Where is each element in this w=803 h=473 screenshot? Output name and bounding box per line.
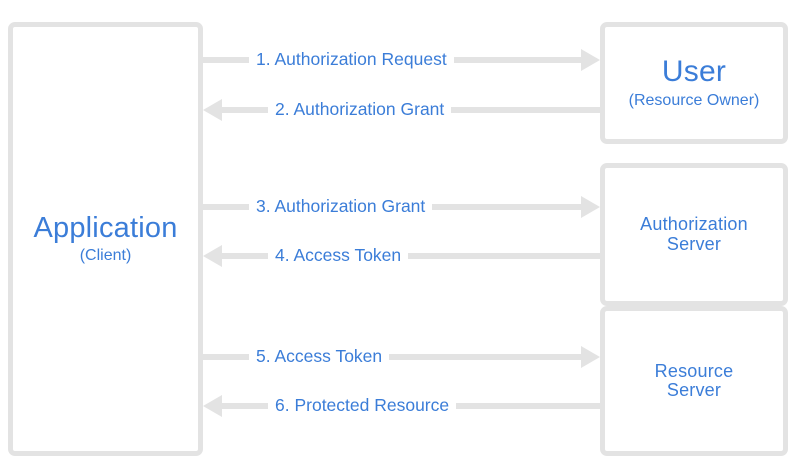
flow-line-segment (203, 204, 249, 210)
arrow-right-icon (581, 346, 600, 368)
node-user-title: User (661, 55, 727, 89)
flow-step-5-label: 5. Access Token (256, 346, 383, 367)
node-user: User (Resource Owner) (600, 22, 788, 144)
flow-line-segment (432, 204, 581, 210)
node-application: Application (Client) (8, 22, 203, 456)
node-resource-server: Resource Server (600, 306, 788, 456)
flow-step-1-label: 1. Authorization Request (256, 49, 447, 70)
flow-step-4-label: 4. Access Token (275, 245, 402, 266)
flow-line-segment (222, 403, 268, 409)
arrow-left-icon (203, 99, 222, 121)
flow-line-segment (453, 57, 581, 63)
arrow-right-icon (581, 49, 600, 71)
flow-line-segment (222, 107, 268, 113)
flow-step-4: 4. Access Token (203, 241, 600, 271)
flow-line-segment (222, 253, 268, 259)
arrow-left-icon (203, 245, 222, 267)
flow-line-segment (456, 403, 600, 409)
flow-step-3: 3. Authorization Grant (203, 192, 600, 222)
flow-step-2: 2. Authorization Grant (203, 95, 600, 125)
node-application-title: Application (33, 211, 178, 244)
node-resource-server-title: Resource Server (654, 360, 734, 400)
node-authorization-server-title: Authorization Server (640, 214, 748, 254)
flow-step-6-label: 6. Protected Resource (275, 395, 450, 416)
node-application-subtitle: (Client) (79, 247, 132, 265)
arrow-left-icon (203, 395, 222, 417)
flow-line-segment (451, 107, 600, 113)
flow-step-3-label: 3. Authorization Grant (256, 196, 426, 217)
flow-step-2-label: 2. Authorization Grant (275, 99, 445, 120)
flow-line-segment (389, 354, 581, 360)
arrow-right-icon (581, 196, 600, 218)
flow-line-segment (203, 354, 249, 360)
flow-line-segment (203, 57, 249, 63)
flow-step-1: 1. Authorization Request (203, 45, 600, 75)
flow-step-5: 5. Access Token (203, 342, 600, 372)
flow-line-segment (408, 253, 600, 259)
node-user-subtitle: (Resource Owner) (628, 91, 760, 109)
flow-step-6: 6. Protected Resource (203, 391, 600, 421)
node-authorization-server: Authorization Server (600, 163, 788, 306)
